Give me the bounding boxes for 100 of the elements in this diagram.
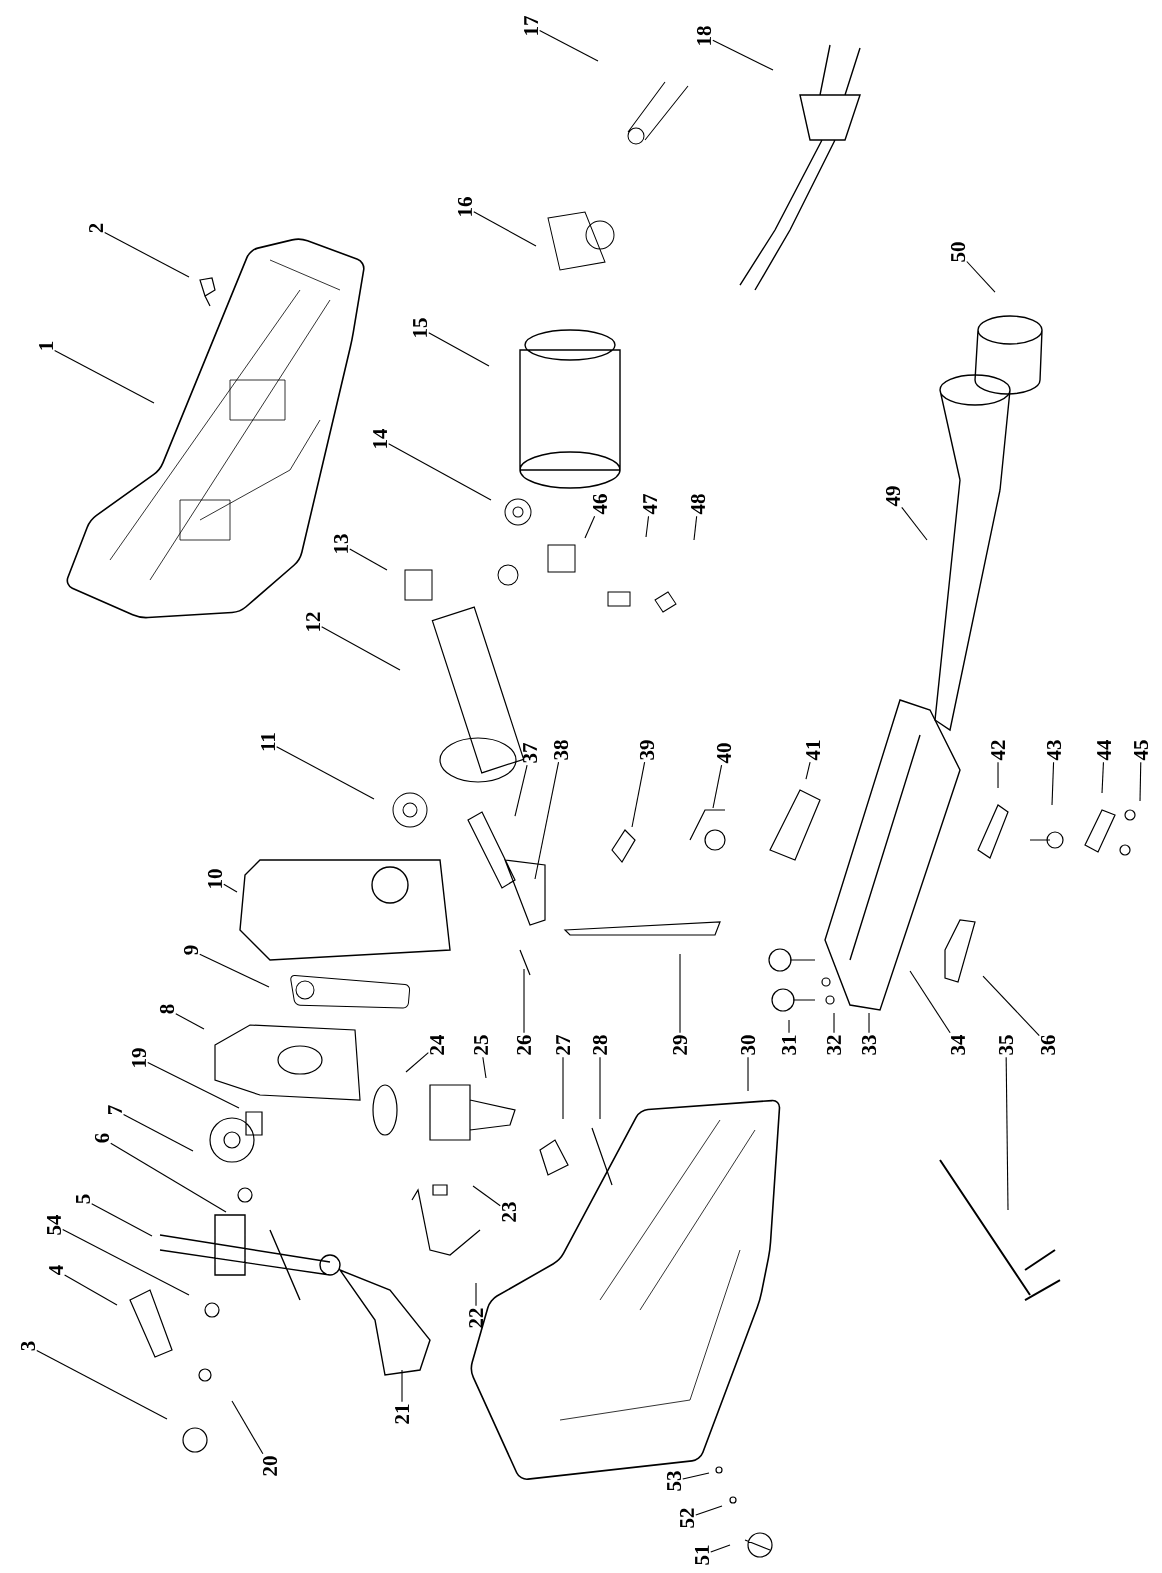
callout-number: 43 — [1046, 740, 1062, 761]
leader-line — [388, 443, 492, 501]
callout-number: 36 — [1040, 1035, 1056, 1055]
callout-number: 26 — [516, 1035, 532, 1055]
leader-line — [682, 1472, 710, 1480]
leader-line — [473, 211, 537, 247]
callout-number: 20 — [262, 1456, 278, 1476]
callout-number: 23 — [501, 1202, 517, 1222]
callout-number: 5 — [76, 1194, 90, 1204]
callout-number: 6 — [94, 1133, 110, 1143]
leader-line — [1101, 761, 1104, 794]
callout-number: 35 — [998, 1035, 1014, 1055]
callout-number: 19 — [131, 1048, 147, 1067]
callout-number: 1 — [39, 341, 53, 350]
leader-line — [710, 1544, 731, 1553]
leader-line — [562, 1056, 564, 1120]
callout-number: 38 — [553, 740, 569, 760]
leader-line — [223, 883, 238, 893]
callout-number: 14 — [373, 428, 387, 448]
leader-line — [36, 1350, 168, 1420]
leader-line — [695, 1505, 723, 1516]
callout-number: 13 — [333, 534, 349, 553]
leader-line — [54, 350, 155, 404]
callout-number: 10 — [207, 869, 223, 888]
callout-number: 11 — [261, 733, 275, 751]
callout-number: 52 — [679, 1508, 695, 1528]
callout-number: 40 — [716, 743, 732, 764]
callout-number: 16 — [457, 197, 473, 216]
callout-number: 45 — [1134, 740, 1149, 761]
callout-number: 3 — [20, 1341, 36, 1351]
callout-number: 30 — [740, 1035, 756, 1055]
callout-number: 42 — [991, 740, 1005, 761]
leader-line — [472, 1185, 501, 1207]
leader-line — [405, 1052, 429, 1073]
leader-line — [747, 1056, 749, 1092]
leader-line — [631, 761, 646, 828]
callout-number: 37 — [522, 743, 538, 763]
leader-line — [833, 1012, 835, 1034]
leader-line — [523, 968, 525, 1034]
leader-line — [321, 626, 401, 671]
leader-line — [679, 953, 681, 1034]
leader-line — [91, 1203, 153, 1237]
callout-number: 49 — [885, 486, 901, 507]
callout-number: 33 — [861, 1035, 877, 1055]
leader-line — [982, 975, 1040, 1037]
leader-line — [534, 761, 560, 880]
callout-number: 41 — [806, 740, 820, 761]
leader-line — [712, 764, 723, 809]
callout-number: 18 — [696, 26, 712, 45]
leader-line — [693, 515, 698, 541]
leader-line — [349, 548, 388, 571]
callout-number: 24 — [430, 1034, 444, 1055]
leader-line — [539, 29, 599, 62]
leader-line — [909, 970, 951, 1034]
callout-number: 27 — [556, 1035, 570, 1055]
callout-number: 54 — [47, 1214, 61, 1235]
leader-line — [805, 761, 811, 780]
callout-number: 9 — [183, 945, 199, 955]
leader-line — [1051, 761, 1055, 806]
leader-line — [966, 260, 996, 293]
callout-number: 44 — [1097, 739, 1111, 761]
leader-line — [428, 332, 490, 367]
callout-number: 50 — [950, 242, 966, 262]
leader-line — [901, 506, 928, 541]
leader-line — [584, 515, 596, 539]
leader-line — [147, 1061, 240, 1109]
callout-number: 28 — [592, 1035, 608, 1055]
leader-line — [599, 1056, 601, 1120]
leader-line — [1005, 1056, 1009, 1211]
callout-number: 22 — [469, 1308, 483, 1328]
leader-line — [788, 1019, 790, 1034]
callout-number: 2 — [89, 223, 103, 233]
callout-number: 32 — [826, 1035, 842, 1055]
callout-number: 29 — [672, 1035, 688, 1055]
callout-number: 51 — [694, 1545, 710, 1565]
callout-number: 34 — [950, 1034, 966, 1055]
callout-number: 15 — [412, 318, 428, 337]
leader-line — [401, 1369, 403, 1403]
leader-line — [199, 953, 270, 988]
callout-number: 48 — [690, 494, 706, 515]
callout-number: 7 — [108, 1105, 122, 1115]
callout-number: 25 — [473, 1035, 489, 1055]
leader-line — [712, 39, 774, 71]
callout-number: 47 — [643, 494, 657, 515]
callout-number: 21 — [395, 1404, 409, 1424]
leader-line — [868, 1012, 870, 1034]
leader-line — [482, 1056, 487, 1079]
callout-number: 4 — [49, 1265, 63, 1275]
leader-line — [645, 515, 650, 538]
callout-number: 53 — [666, 1471, 682, 1491]
leader-line — [175, 1013, 205, 1030]
callout-number: 8 — [159, 1004, 175, 1014]
leader-line — [231, 1400, 264, 1455]
leader-line — [62, 1229, 190, 1296]
leader-line — [997, 761, 999, 789]
leader-line — [104, 232, 190, 278]
leader-line — [64, 1274, 118, 1306]
callout-number: 17 — [524, 16, 538, 35]
leader-line — [1139, 761, 1142, 802]
callout-number: 31 — [781, 1035, 797, 1055]
